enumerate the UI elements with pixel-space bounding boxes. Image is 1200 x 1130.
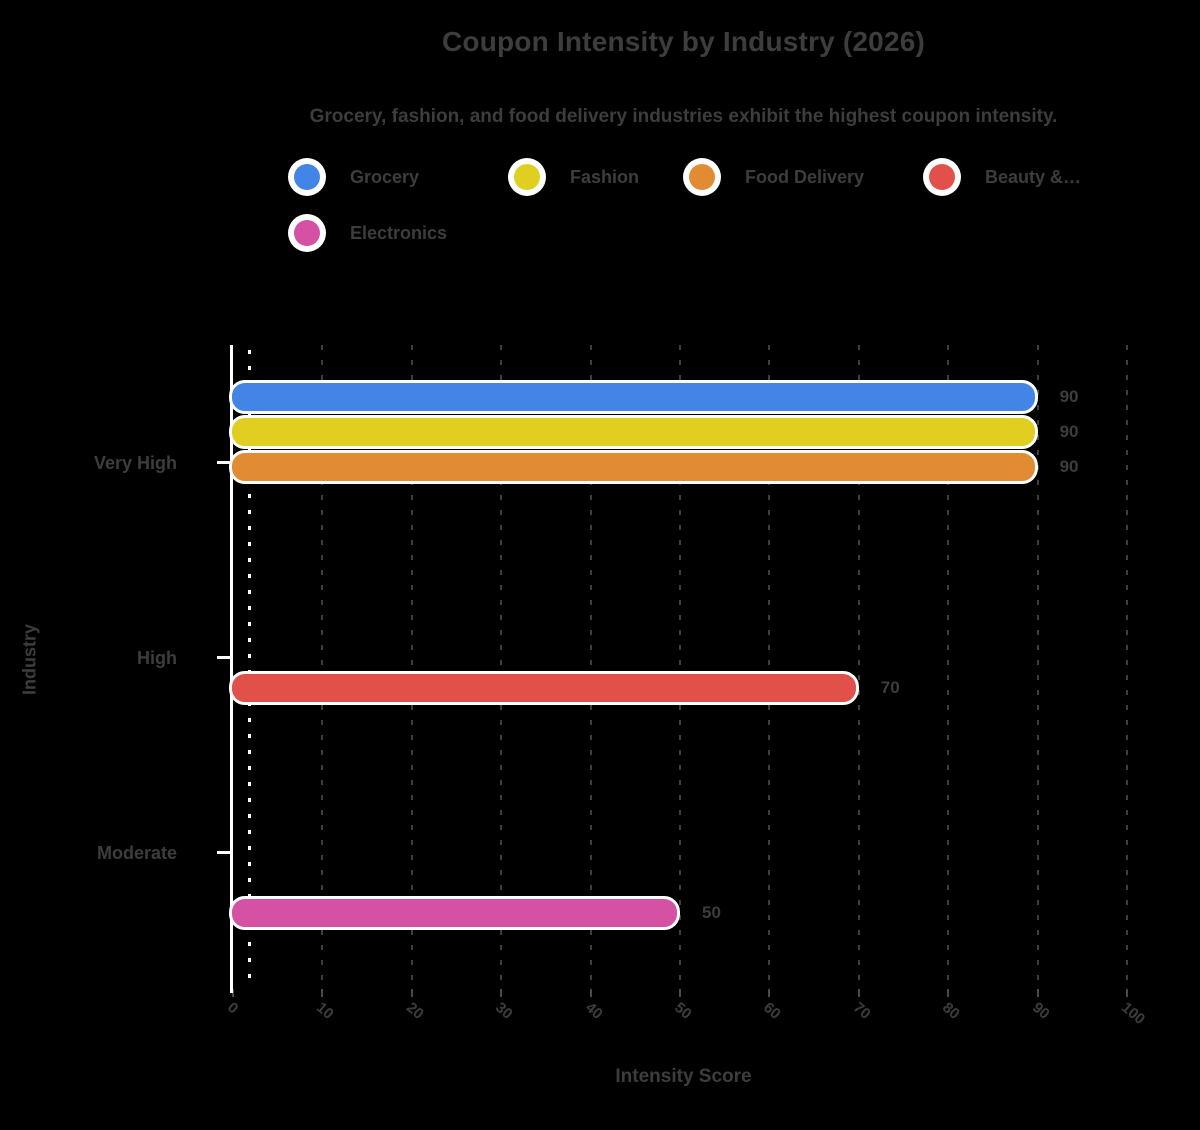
x-tick-label-50: 50 [671,999,695,1023]
bar-food-delivery[interactable] [229,450,1038,484]
x-axis-tick [768,989,771,997]
y-axis-tick [217,851,231,854]
grocery-swatch-icon [294,164,320,190]
bar-beauty[interactable] [229,671,859,705]
legend-label: Beauty &… [985,166,1082,187]
gridline-x-40 [589,345,592,990]
bar-value-label: 50 [702,903,721,922]
category-label-moderate: Moderate [96,843,177,863]
legend-label: Fashion [570,166,640,187]
bar-electronics[interactable] [229,896,680,930]
x-axis-tick [232,989,234,997]
x-axis-tick [1126,989,1128,997]
bar-value-label: 90 [1059,457,1079,476]
fashion-swatch-icon [514,164,540,190]
legend-item-grocery[interactable]: Grocery [288,158,419,196]
x-axis-tick [947,989,950,997]
gridline-x-100 [1126,345,1128,990]
x-axis-tick [500,989,503,997]
beauty-swatch-icon [929,164,955,190]
electronics-swatch-icon [294,220,320,246]
legend-item-electronics[interactable]: Electronics [288,214,447,252]
electronics-swatch-halo [288,214,326,252]
chart-subtitle: Grocery, fashion, and food delivery indu… [309,106,1058,127]
gridline-x-90 [1036,345,1039,990]
x-tick-label-80: 80 [939,999,963,1023]
x-tick-label-40: 40 [581,999,606,1023]
food-delivery-swatch-halo [683,158,721,196]
x-axis-tick [857,989,860,997]
y-axis-tick [217,461,231,464]
category-label-very-high: Very High [93,453,177,473]
legend-item-beauty[interactable]: Beauty &… [923,158,1081,196]
y-axis-tick [217,656,231,659]
grocery-swatch-halo [288,158,326,196]
bar-grocery[interactable] [229,380,1038,414]
x-tick-label-70: 70 [849,999,874,1023]
bar-fashion[interactable] [229,415,1038,449]
gridline-x-60 [768,345,771,990]
gridline-x-70 [857,345,860,990]
x-tick-label-30: 30 [492,999,516,1023]
food-delivery-swatch-icon [689,164,715,190]
y-axis-line [230,345,233,993]
legend-label: Electronics [350,222,448,243]
legend-item-fashion[interactable]: Fashion [508,158,639,196]
bar-value-label: 70 [880,678,900,697]
x-tick-label-60: 60 [760,999,785,1023]
gridline-x-50 [679,345,681,990]
x-axis-tick [589,989,592,997]
gridline-x-20 [410,345,413,990]
x-tick-label-90: 90 [1028,999,1053,1023]
bar-value-label: 90 [1059,387,1079,406]
x-tick-label-20: 20 [402,999,427,1023]
gridline-x-10 [321,345,324,990]
legend-label: Food Delivery [745,166,865,187]
fashion-swatch-halo [508,158,546,196]
x-tick-label-100: 100 [1118,999,1149,1029]
category-label-high: High [137,648,177,668]
x-axis-tick [1036,989,1039,997]
x-tick-label-10: 10 [313,999,338,1023]
x-axis-title: Intensity Score [615,1066,752,1087]
x-axis-tick [410,989,413,997]
legend-item-food-delivery[interactable]: Food Delivery [683,158,864,196]
bar-value-label: 90 [1059,422,1079,441]
chart-title: Coupon Intensity by Industry (2026) [441,26,926,57]
gridline-x-30 [500,345,503,990]
zero-reference-dashed-line [248,350,251,988]
x-axis-tick [679,989,681,997]
legend-label: Grocery [350,166,420,187]
x-axis-tick [321,989,324,997]
x-tick-label-0: 0 [224,999,242,1018]
gridline-x-80 [947,345,950,990]
beauty-swatch-halo [923,158,961,196]
